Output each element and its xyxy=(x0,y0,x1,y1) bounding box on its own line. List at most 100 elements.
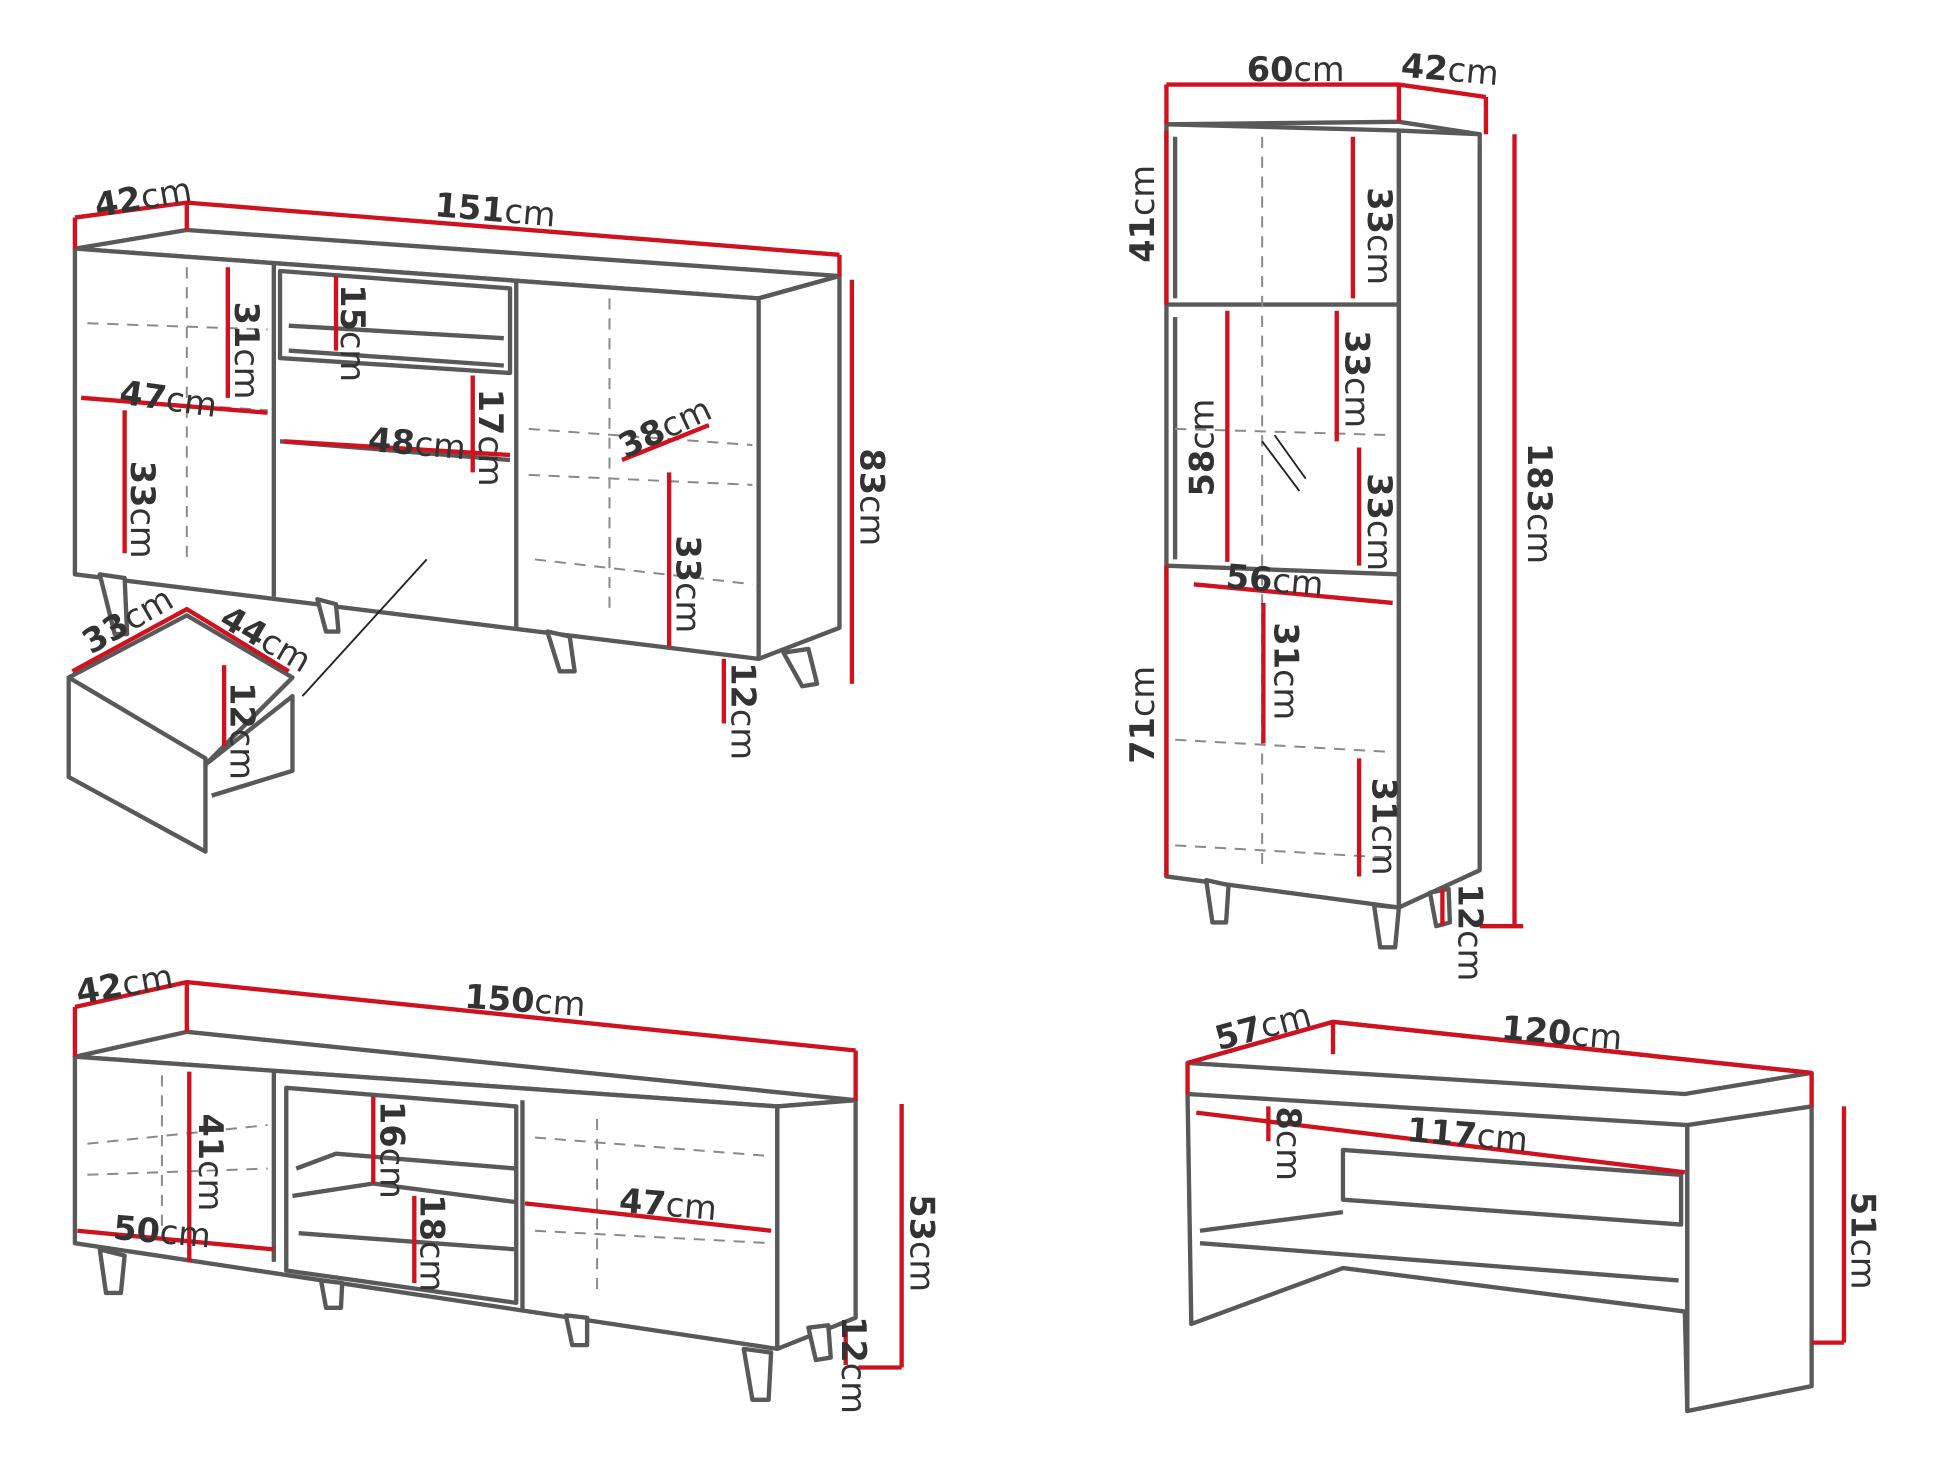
dimension-unit: cm xyxy=(123,507,162,558)
dimension-label-tall-cabinet: 12cm xyxy=(1451,883,1490,981)
dimension-label-tall-cabinet: 42cm xyxy=(1400,45,1501,92)
dimension-value: 150 xyxy=(463,976,536,1020)
dimension-value: 41 xyxy=(192,1113,231,1160)
dimension-label-coffee-table: 117cm xyxy=(1405,1110,1529,1159)
dimension-value: 33 xyxy=(1360,473,1399,520)
dimension-value: 60 xyxy=(1247,49,1294,88)
dimension-value: 31 xyxy=(228,302,267,349)
dimension-value: 71 xyxy=(1123,717,1162,764)
dimension-label-coffee-table: 8cm xyxy=(1270,1106,1309,1180)
dimension-unit: cm xyxy=(503,191,557,234)
dimension-unit: cm xyxy=(1123,666,1162,717)
dimension-value: 33 xyxy=(1338,330,1377,377)
dimension-label-tall-cabinet: 33cm xyxy=(1360,473,1399,571)
dimension-unit: cm xyxy=(1360,234,1399,285)
dimension-value: 31 xyxy=(1365,778,1404,825)
dimension-value: 42 xyxy=(91,178,144,225)
dimension-value: 33 xyxy=(669,535,708,582)
dimension-label-sideboard: 33cm xyxy=(123,461,162,559)
dimension-label-sideboard: 151cm xyxy=(433,185,557,234)
coffee-table-drawing xyxy=(1185,1019,1847,1414)
dimension-label-tv-unit: 42cm xyxy=(73,956,176,1011)
dimension-label-tall-cabinet: 31cm xyxy=(1267,622,1306,720)
dimension-value: 33 xyxy=(123,461,162,508)
dimension-unit: cm xyxy=(834,1363,873,1414)
dimension-value: 16 xyxy=(373,1101,412,1148)
dimension-unit: cm xyxy=(137,169,194,216)
tv-unit-drawing xyxy=(72,979,904,1402)
dimension-unit: cm xyxy=(669,582,708,633)
dimension-label-coffee-table: 51cm xyxy=(1844,1192,1883,1290)
dimension-unit: cm xyxy=(164,379,220,425)
dimension-unit: cm xyxy=(1267,669,1306,720)
dimension-value: 83 xyxy=(853,448,892,495)
dimension-label-tall-cabinet: 60cm xyxy=(1247,49,1345,88)
dimension-label-tv-unit: 16cm xyxy=(373,1101,412,1199)
dimension-label-sideboard: 15cm xyxy=(333,284,372,382)
dimension-unit: cm xyxy=(1446,49,1500,92)
dimension-label-tall-cabinet: 33cm xyxy=(1338,330,1377,428)
dimension-value: 47 xyxy=(117,372,169,417)
dimension-value: 8 xyxy=(1270,1106,1309,1129)
dimension-label-sideboard: 42cm xyxy=(91,169,194,224)
dimension-value: 53 xyxy=(903,1194,942,1241)
dimension-value: 41 xyxy=(1123,216,1162,263)
dimension-unit: cm xyxy=(413,1241,452,1292)
dimension-unit: cm xyxy=(1271,560,1325,603)
dimension-label-sideboard: 31cm xyxy=(228,302,267,400)
dimension-label-tall-cabinet: 56cm xyxy=(1224,556,1325,603)
dimension-label-tv-unit: 18cm xyxy=(413,1194,452,1292)
dimension-value: 56 xyxy=(1224,556,1274,599)
dimension-unit: cm xyxy=(1270,1130,1309,1181)
dimension-label-tv-unit: 53cm xyxy=(903,1194,942,1292)
dimension-value: 120 xyxy=(1500,1008,1573,1053)
dimension-unit: cm xyxy=(1451,930,1490,981)
dimension-value: 12 xyxy=(724,662,763,709)
dimension-unit: cm xyxy=(192,1160,231,1211)
dimension-label-sideboard: 48cm xyxy=(367,419,468,466)
dimension-label-tall-cabinet: 33cm xyxy=(1360,187,1399,285)
dimension-unit: cm xyxy=(1365,824,1404,875)
dimension-value: 33 xyxy=(1360,187,1399,234)
dimension-label-tall-cabinet: 58cm xyxy=(1182,399,1221,497)
dimension-label-tall-cabinet: 31cm xyxy=(1365,778,1404,876)
dimension-label-tv-unit: 150cm xyxy=(463,976,587,1023)
dimension-unit: cm xyxy=(1182,399,1221,450)
dimension-unit: cm xyxy=(1570,1014,1624,1057)
dimension-label-tall-cabinet: 71cm xyxy=(1123,666,1162,764)
dimension-unit: cm xyxy=(533,981,587,1023)
dimension-label-sideboard: 33cm xyxy=(669,535,708,633)
dimension-unit: cm xyxy=(1475,1116,1529,1159)
dimension-unit: cm xyxy=(333,331,372,382)
dimension-unit: cm xyxy=(1123,165,1162,216)
dimension-value: 42 xyxy=(1400,45,1450,88)
dimension-value: 12 xyxy=(834,1316,873,1363)
dimension-unit: cm xyxy=(373,1148,412,1199)
dimension-label-sideboard: 83cm xyxy=(853,448,892,546)
dimension-label-sideboard: 47cm xyxy=(117,372,219,424)
dimension-label-tall-cabinet: 183cm xyxy=(1521,443,1560,564)
dimension-value: 183 xyxy=(1521,443,1560,513)
dimension-unit: cm xyxy=(903,1241,942,1292)
dimension-unit: cm xyxy=(853,495,892,546)
dimension-label-tv-unit: 47cm xyxy=(618,1180,719,1227)
dimension-value: 17 xyxy=(471,389,510,436)
dimension-value: 18 xyxy=(413,1194,452,1241)
dimension-value: 50 xyxy=(112,1208,162,1251)
dimension-value: 51 xyxy=(1844,1192,1883,1239)
dimension-label-drawer: 12cm xyxy=(223,682,262,780)
dimension-value: 47 xyxy=(618,1180,668,1223)
dimension-value: 58 xyxy=(1182,450,1221,497)
dimension-unit: cm xyxy=(158,1212,212,1255)
dimension-unit: cm xyxy=(228,348,267,399)
dimension-unit: cm xyxy=(471,435,510,486)
dimension-unit: cm xyxy=(119,956,176,1003)
dimension-label-sideboard: 12cm xyxy=(724,662,763,760)
dimension-unit: cm xyxy=(1360,520,1399,571)
dimension-unit: cm xyxy=(1293,49,1344,88)
dimension-value: 15 xyxy=(333,284,372,331)
dimension-label-tall-cabinet: 41cm xyxy=(1123,165,1162,263)
dimension-value: 48 xyxy=(367,419,417,462)
dimension-unit: cm xyxy=(223,729,262,780)
dimension-unit: cm xyxy=(1338,377,1377,428)
